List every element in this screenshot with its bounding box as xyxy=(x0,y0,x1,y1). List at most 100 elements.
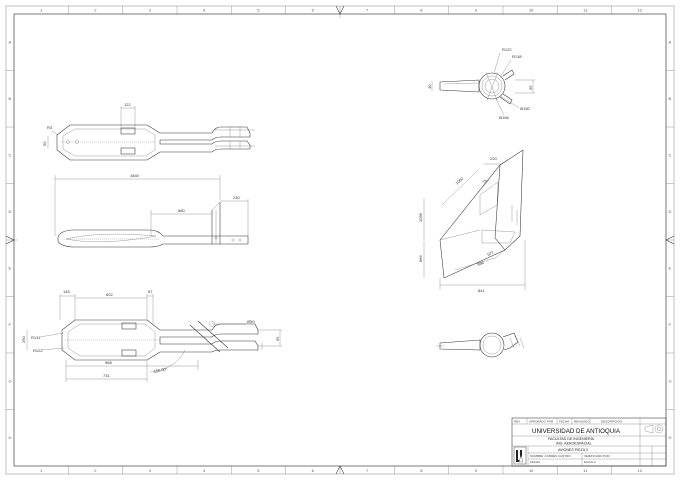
zone-number: 2 xyxy=(94,8,97,13)
header-date: FECHA xyxy=(559,420,569,424)
dim-666: 666 xyxy=(477,260,486,267)
dim-1840: 1840 xyxy=(130,173,140,178)
dim-866: 866 xyxy=(418,255,423,262)
zone-number: 12 xyxy=(638,8,643,13)
zone-letter: F xyxy=(9,322,12,327)
zone-letter: G xyxy=(669,379,672,384)
zone-labels-right: A B C D E F G H xyxy=(666,40,674,440)
zone-number: 8 xyxy=(420,8,423,13)
top-view: 122 R3 50 xyxy=(42,102,255,161)
zone-number: 12 xyxy=(638,468,643,473)
zone-letter: C xyxy=(669,153,672,158)
dim-577: 577 xyxy=(487,250,496,257)
dim-680: 680 xyxy=(178,208,185,213)
zone-number: 6 xyxy=(312,468,315,473)
dim-55: 55 xyxy=(275,336,280,341)
dim-phi150: Ø150 xyxy=(520,106,531,111)
dim-phi50: Ø50 xyxy=(247,319,255,324)
dim-602: 602 xyxy=(106,292,113,297)
zone-number: 7 xyxy=(366,468,369,473)
dim-r131: R131 xyxy=(31,335,41,340)
dim-phi166: Ø166 xyxy=(499,115,510,120)
dim-230: 230 xyxy=(233,195,240,200)
dim-r138: R138 xyxy=(512,54,522,59)
dim-40: 40 xyxy=(427,84,432,89)
zone-letter: B xyxy=(9,96,12,101)
zone-number: 3 xyxy=(149,8,152,13)
university-name: UNIVERSIDAD DE ANTIOQUIA xyxy=(532,428,621,435)
zone-letter: F xyxy=(669,322,672,327)
zone-number: 7 xyxy=(366,8,369,13)
department-name: ING. AEROESPACIAL xyxy=(556,442,592,446)
zone-letter: E xyxy=(9,266,12,271)
dim-50-top: 50 xyxy=(42,141,47,146)
zone-number: 1 xyxy=(40,468,43,473)
zone-number: 4 xyxy=(203,8,206,13)
header-approved: APROBADO POR xyxy=(529,420,554,424)
dim-r3: R3 xyxy=(47,125,53,130)
end-view-bottom xyxy=(436,332,525,358)
zone-number: 10 xyxy=(529,8,534,13)
dim-145: 145 xyxy=(63,289,70,294)
project-title: AVIONES PIEZA 3 xyxy=(558,448,588,452)
zone-number: 11 xyxy=(583,8,588,13)
zone-number: 3 xyxy=(149,468,152,473)
bottom-name: NOMBRE: ANDRÉS CASTRO xyxy=(530,453,571,458)
bottom-view: Ø50 145 602 57 R131 260 R122 968 731 150… xyxy=(21,289,282,382)
header-rev: REV xyxy=(514,420,520,424)
iso-view: 220 1060 75 1096 866 577 666 841 xyxy=(418,149,526,293)
bottom-date: FECHA xyxy=(530,460,540,464)
zone-letter: D xyxy=(669,209,672,214)
outer-border xyxy=(5,5,675,475)
projection-symbol xyxy=(644,424,664,434)
dim-angle: 150.00° xyxy=(153,366,168,374)
zone-number: 11 xyxy=(583,468,588,473)
zone-letter: A xyxy=(9,40,12,45)
dim-r122-end: R122 xyxy=(502,47,512,52)
zone-letter: C xyxy=(9,153,12,158)
zone-number: 8 xyxy=(420,468,423,473)
header-revised: REVISADO xyxy=(574,420,590,424)
zone-number: 2 xyxy=(94,468,97,473)
zone-number: 9 xyxy=(475,8,478,13)
zone-letter: G xyxy=(9,379,12,384)
zone-number: 5 xyxy=(257,8,260,13)
dim-968: 968 xyxy=(105,360,112,365)
dim-260: 260 xyxy=(21,336,26,343)
zone-letter: H xyxy=(9,435,12,440)
dim-1060: 1060 xyxy=(454,176,465,186)
zone-letter: A xyxy=(669,40,672,45)
university-logo xyxy=(513,446,527,465)
zone-number: 6 xyxy=(312,8,315,13)
centering-marks xyxy=(5,5,675,475)
dim-75: 75 xyxy=(481,178,488,185)
zone-letter: H xyxy=(669,435,672,440)
header-description: DESCRIPCIÓN xyxy=(601,419,622,424)
bottom-verified: VERIFICADO POR xyxy=(584,454,611,458)
dim-731: 731 xyxy=(103,373,110,378)
bottom-scale: ESCALA xyxy=(584,460,596,464)
faculty-name: FACULTAD DE INGENIERÍA xyxy=(548,437,595,441)
zone-number: 5 xyxy=(257,468,260,473)
dim-841: 841 xyxy=(478,288,485,293)
zone-number: 10 xyxy=(529,468,534,473)
zone-number: 4 xyxy=(203,468,206,473)
zone-labels-left: A B C D E F G H xyxy=(6,40,14,440)
dim-57: 57 xyxy=(148,289,153,294)
dim-59: 59 xyxy=(528,85,533,90)
zone-number: 9 xyxy=(475,468,478,473)
zone-letter: E xyxy=(669,266,672,271)
dim-220: 220 xyxy=(490,156,497,161)
dim-1096: 1096 xyxy=(418,212,423,222)
side-view: 1840 680 230 xyxy=(54,173,249,248)
zone-letter: B xyxy=(669,96,672,101)
zone-letter: D xyxy=(9,209,12,214)
inner-border xyxy=(13,13,667,467)
dim-122: 122 xyxy=(124,102,131,107)
title-block: REV APROBADO POR FECHA REVISADO DESCRIPC… xyxy=(511,417,667,467)
end-view-top: R122 R138 59 Ø150 Ø166 40 xyxy=(427,47,535,120)
dim-r122-bottom: R122 xyxy=(33,348,43,353)
